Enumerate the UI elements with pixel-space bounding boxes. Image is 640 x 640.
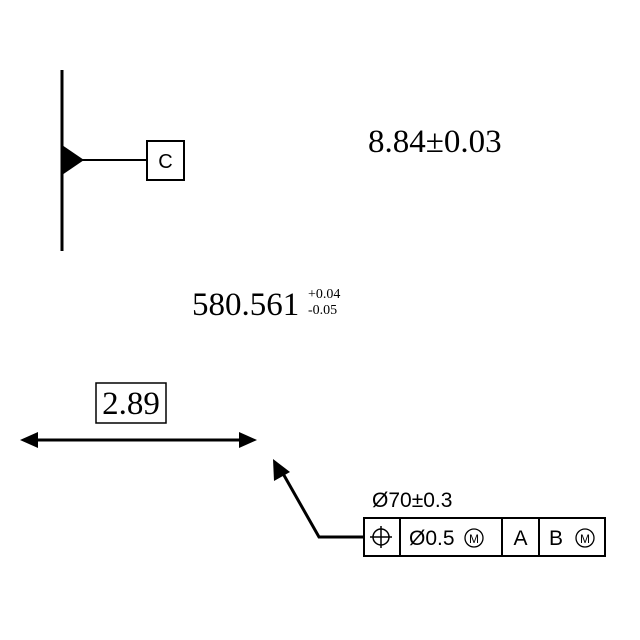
arrowhead-left [20, 432, 38, 448]
feature-control-frame [363, 517, 606, 557]
datum-primary: A [513, 527, 527, 550]
datum-letter: C [158, 151, 172, 173]
datum-letter-box [146, 140, 185, 181]
datum-mmc-modifier-icon: M [575, 528, 595, 548]
leader-line [279, 469, 364, 539]
lower-tolerance: -0.05 [308, 303, 337, 318]
datum-feature-symbol: C [60, 70, 185, 251]
basic-dimension-value: 2.89 [102, 386, 160, 422]
datum-secondary: B [549, 527, 563, 550]
tolerance-value: Ø0.5 [409, 527, 455, 550]
svg-text:M: M [469, 532, 479, 546]
svg-text:M: M [580, 532, 590, 546]
dimension-nominal-value: 580.561 [192, 287, 299, 323]
mmc-modifier-icon: M [464, 528, 484, 548]
size-dimension: Ø70±0.3 [372, 489, 452, 512]
feature-control-frame-group: Ø70±0.3 Ø0.5 M A B M [273, 459, 606, 557]
basic-dimension: 2.89 [20, 382, 257, 448]
leader-arrowhead [273, 459, 290, 481]
basic-dimension-frame [95, 382, 167, 424]
arrowhead-right [239, 432, 257, 448]
dimension-asymmetric-tolerance: 580.561 +0.04 -0.05 [192, 287, 340, 323]
upper-tolerance: +0.04 [308, 287, 340, 302]
position-icon [370, 526, 392, 548]
dimension-symmetric-tolerance: 8.84±0.03 [368, 124, 502, 160]
